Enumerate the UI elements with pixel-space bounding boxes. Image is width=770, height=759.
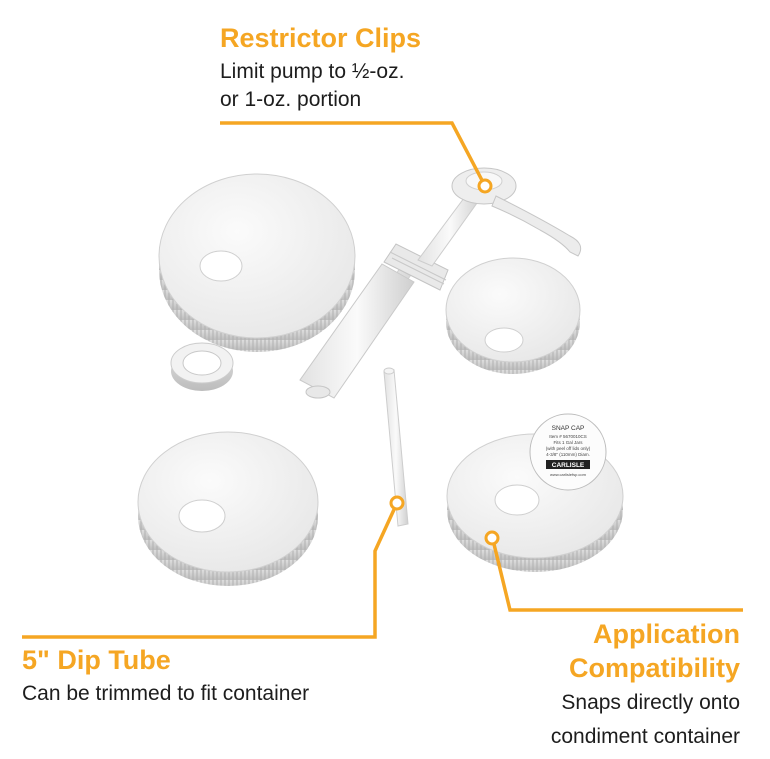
restrictor-ring <box>170 342 234 391</box>
callout-title: Compatibility <box>568 653 740 683</box>
callout-desc-line: Limit pump to ½-oz. <box>220 60 405 83</box>
callout-desc-line: Can be trimmed to fit container <box>22 682 310 705</box>
label-logo-box <box>546 460 590 469</box>
snap-cap-label: SNAP CAP Item # 5670010CS Fits 1 Gal Jar… <box>529 413 607 491</box>
label-line: (with peel off lids only) <box>546 446 591 451</box>
callout-desc-line: or 1-oz. portion <box>220 88 362 111</box>
callout-restrictor-clips: Restrictor Clips Limit pump to ½-oz. or … <box>220 22 421 114</box>
lid-bottom-left <box>137 431 319 586</box>
dip-tube <box>383 367 409 527</box>
lid-top-left <box>158 173 356 352</box>
callout-title: Restrictor Clips <box>220 23 422 53</box>
dot-restrictor <box>477 178 493 194</box>
label-line: Item # 5670010CS <box>549 434 587 439</box>
callout-dip-tube: 5" Dip Tube Can be trimmed to fit contai… <box>22 644 309 708</box>
callout-desc-line: Snaps directly onto <box>561 691 740 714</box>
callout-title: Application <box>593 619 740 649</box>
leader-dip-tube <box>22 502 399 639</box>
leader-dots <box>389 178 500 546</box>
callout-title: 5" Dip Tube <box>22 645 171 675</box>
lid-hole <box>484 327 524 353</box>
label-heading: SNAP CAP <box>552 425 585 432</box>
lid-right-middle <box>445 257 581 374</box>
leader-lines <box>22 121 743 639</box>
label-line: Fits 1 Gal Jars <box>553 440 583 445</box>
leader-restrictor <box>220 121 487 187</box>
lid-bottom-right: SNAP CAP Item # 5670010CS Fits 1 Gal Jar… <box>446 413 624 572</box>
dot-dip-tube <box>389 495 405 511</box>
label-url: www.carlislefsp.com <box>550 472 587 477</box>
lid-hole <box>178 499 226 533</box>
pump <box>299 167 582 399</box>
callout-desc-line: condiment container <box>550 725 740 748</box>
label-brand: CARLISLE <box>552 462 585 469</box>
callout-application-compatibility: Application Compatibility Snaps directly… <box>551 617 740 753</box>
label-line: 4-3/8" (110mm) Diam. <box>546 452 590 457</box>
leader-application <box>491 539 743 612</box>
lid-hole <box>494 484 540 516</box>
lid-hole <box>199 250 243 282</box>
dot-application <box>484 530 500 546</box>
